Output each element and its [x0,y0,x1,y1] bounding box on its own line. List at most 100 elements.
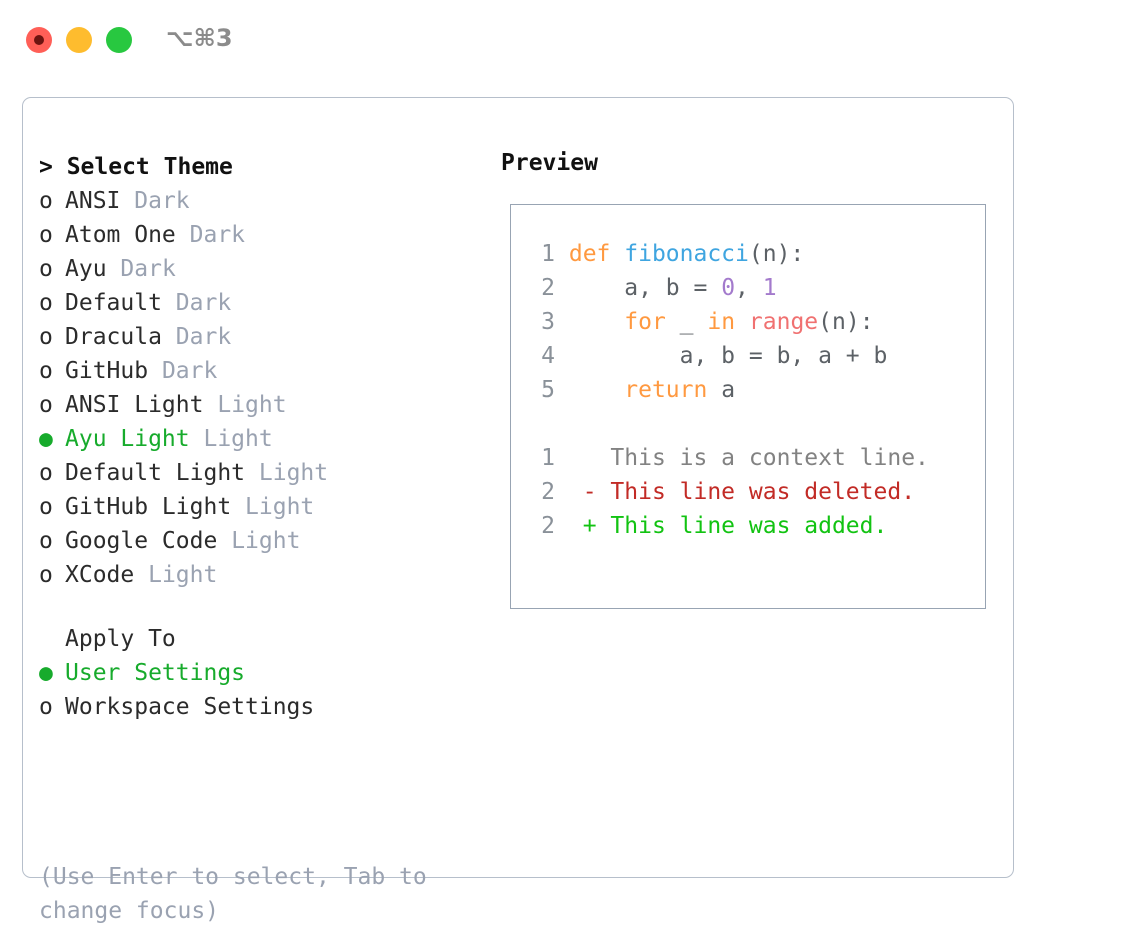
theme-name-tag-gap [190,426,204,452]
code-line: 1 def fibonacci(n): [527,237,929,271]
theme-name: ANSI [65,188,121,214]
theme-list-item[interactable]: o Google Code Light [39,524,479,558]
gutter-gap [555,377,569,403]
maximize-button[interactable] [106,27,132,53]
theme-name-tag-gap [231,494,245,520]
line-number: 2 [541,479,555,505]
code-line: 2 a, b = 0, 1 [527,271,929,305]
minimize-button[interactable] [66,27,92,53]
radio-unselected-icon[interactable]: o [39,222,53,248]
line-number: 4 [541,343,555,369]
radio-unselected-icon[interactable]: o [39,694,53,720]
theme-variant-tag: Light [258,460,329,486]
code-token: 1 [762,275,777,301]
diff-sign [583,445,611,471]
diff-line: 1 This is a context line. [527,441,929,475]
diff-sign: - [582,479,611,505]
code-token: 0 [721,275,736,301]
radio-unselected-icon[interactable]: o [39,358,53,384]
theme-name: GitHub [65,358,149,384]
keyboard-shortcut-label: ⌥⌘3 [166,24,233,52]
theme-name: ANSI Light [65,392,204,418]
theme-name-tag-gap [203,392,217,418]
code-token [569,309,624,335]
theme-name-tag-gap [245,460,259,486]
code-blank-line [527,407,929,441]
radio-unselected-icon[interactable]: o [39,528,53,554]
radio-unselected-icon[interactable]: o [39,460,53,486]
theme-name: Ayu [65,256,107,282]
code-token [735,309,749,335]
theme-variant-tag: Light [231,528,301,554]
theme-list-item[interactable]: ● Ayu Light Light [39,422,479,456]
diff-line: 2 + This line was added. [527,509,929,543]
apply-to-item[interactable]: o Workspace Settings [39,690,479,724]
code-token: a [707,377,736,403]
line-number: 5 [541,377,555,403]
diff-text: This is a context line. [610,445,929,471]
gutter-gap [555,445,583,471]
theme-name: Default [65,290,162,316]
radio-unselected-icon[interactable]: o [39,290,53,316]
theme-list-item[interactable]: o XCode Light [39,558,479,592]
theme-list-item[interactable]: o Ayu Dark [39,252,479,286]
code-token: (n): [748,241,805,267]
keyboard-hint-text: (Use Enter to select, Tab to change focu… [39,864,441,924]
code-token: a, b = [568,275,722,301]
apply-to-label: Workspace Settings [65,694,315,720]
theme-variant-tag: Light [245,494,315,520]
theme-variant-tag: Light [203,426,273,452]
radio-unselected-icon[interactable]: o [39,494,53,520]
code-token: in [707,309,736,335]
theme-name: Ayu Light [65,426,190,452]
theme-name: Google Code [65,528,218,554]
theme-variant-tag: Light [217,392,287,418]
radio-unselected-icon[interactable]: o [39,256,53,282]
apply-to-heading-indent [39,622,65,656]
radio-selected-icon[interactable]: ● [39,426,53,452]
apply-to-heading-label: Apply To [65,626,176,652]
theme-variant-tag: Dark [120,256,176,282]
code-token: a, b = b, a + b [568,343,888,369]
theme-name-tag-gap [162,324,176,350]
theme-name-tag-gap [134,562,148,588]
diff-line: 2 - This line was deleted. [527,475,929,509]
theme-variant-tag: Dark [175,324,232,350]
theme-name: XCode [65,562,135,588]
radio-unselected-icon[interactable]: o [39,188,53,214]
preview-heading: Preview [501,150,598,176]
theme-name: Dracula [65,324,162,350]
theme-name: Default Light [65,460,246,486]
theme-list-item[interactable]: o ANSI Light Light [39,388,479,422]
apply-to-item[interactable]: ●User Settings [39,656,479,690]
line-number: 2 [541,275,555,301]
code-token: return [624,377,708,403]
radio-unselected-icon[interactable]: o [39,324,53,350]
gutter-gap [555,309,569,335]
radio-unselected-icon[interactable]: o [39,562,53,588]
code-token: , [735,275,763,301]
line-number: 3 [541,309,555,335]
radio-unselected-icon[interactable]: o [39,392,53,418]
radio-selected-icon[interactable]: ● [39,660,53,686]
theme-variant-tag: Light [148,562,218,588]
code-token [569,377,624,403]
recording-indicator-icon [34,35,44,45]
code-token: for [624,309,666,335]
gutter-gap [555,513,583,539]
select-theme-heading: > Select Theme [39,154,233,180]
gutter-gap [555,479,583,505]
theme-list-item[interactable]: o Default Light Light [39,456,479,490]
theme-list-item[interactable]: o Dracula Dark [39,320,479,354]
